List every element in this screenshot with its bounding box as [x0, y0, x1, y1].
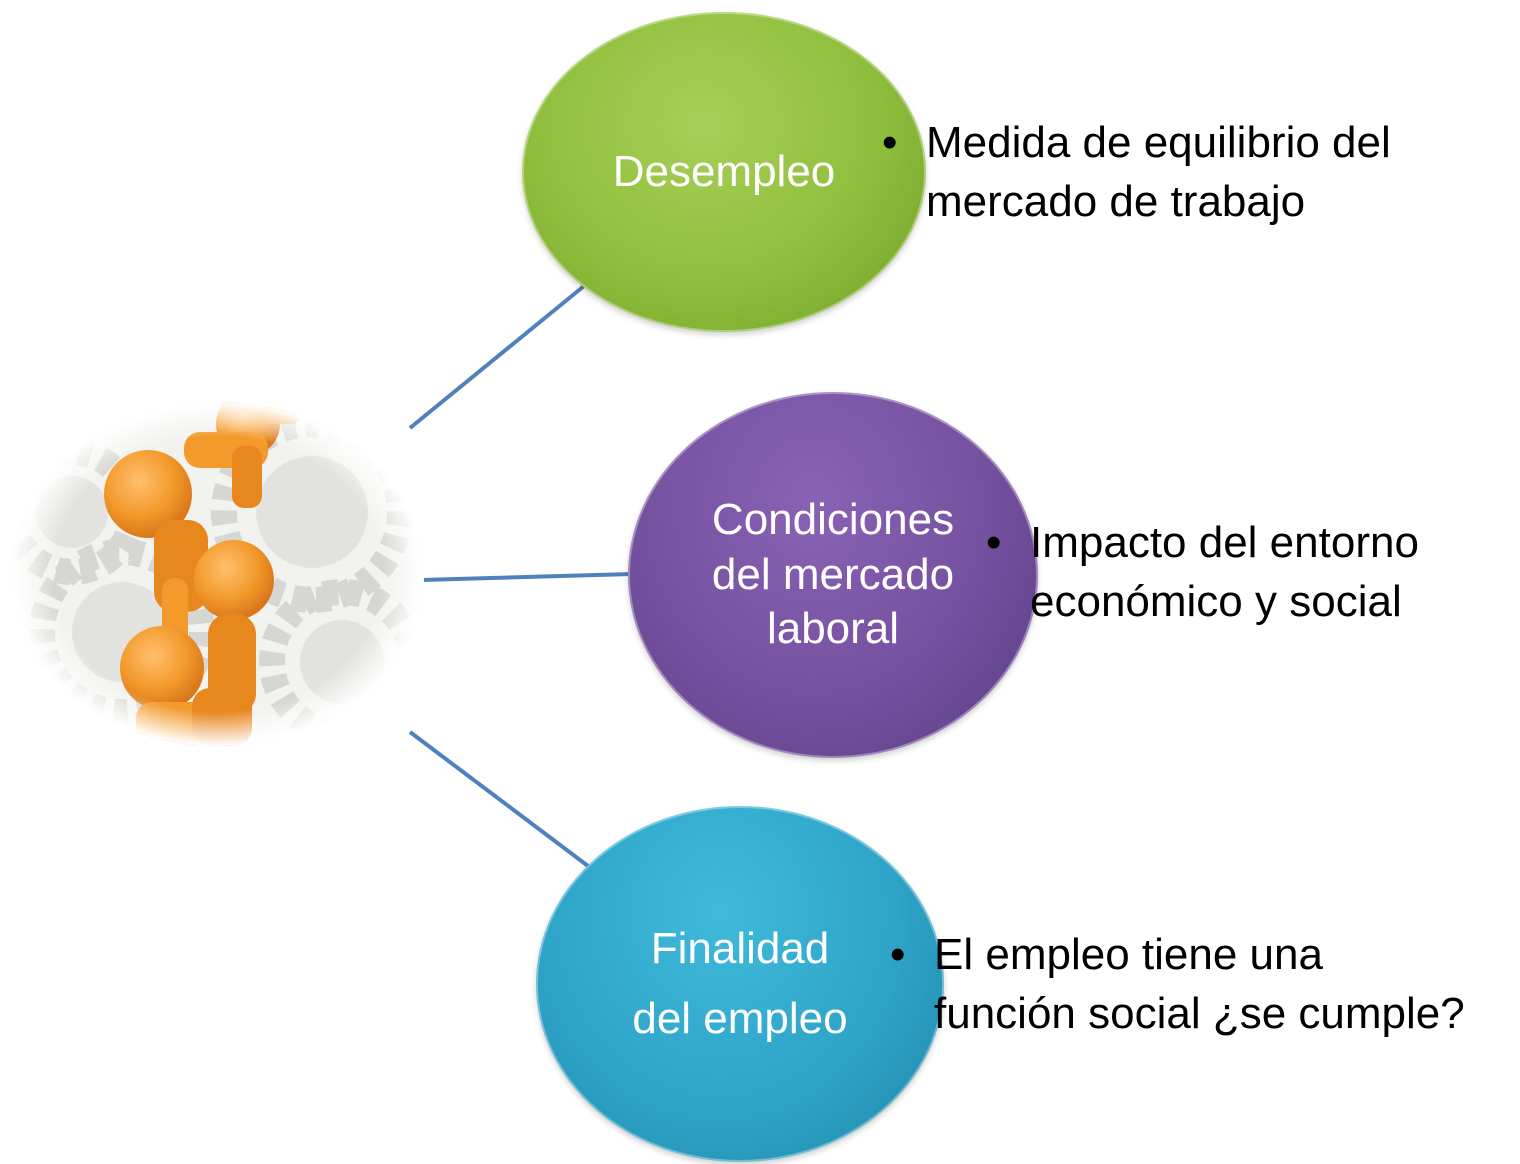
description-condiciones-line-2: económico y social: [1030, 576, 1402, 626]
connector-condiciones: [421, 572, 633, 582]
bullet-icon: •: [882, 118, 898, 167]
node-condiciones-title-line-3: laboral: [766, 604, 900, 654]
node-condiciones-title-line-2: del mercado: [711, 549, 955, 599]
description-finalidad-line-1: El empleo tiene una: [934, 930, 1323, 979]
node-finalidad-title-line-2: del empleo: [632, 994, 848, 1043]
connector-desempleo: [408, 284, 586, 430]
node-finalidad-title-line-1: Finalidad: [650, 923, 830, 973]
node-desempleo-title-line-1: Desempleo: [612, 146, 836, 196]
bullet-icon: •: [986, 518, 1002, 567]
description-desempleo: • Medida de equilibrio del mercado de tr…: [882, 114, 1391, 231]
node-condiciones: Condiciones del mercado laboral: [628, 392, 1038, 758]
node-condiciones-title-line-1: Condiciones: [711, 495, 955, 545]
description-finalidad-line-2: función social ¿se cumple?: [934, 988, 1465, 1038]
people-climbing-gears-icon: [12, 402, 424, 746]
description-desempleo-line-2: mercado de trabajo: [926, 176, 1306, 226]
node-desempleo: Desempleo: [522, 12, 926, 332]
description-finalidad: • El empleo tiene una función social ¿se…: [890, 926, 1465, 1043]
description-condiciones-line-1: Impacto del entorno: [1030, 518, 1419, 567]
description-condiciones: • Impacto del entorno económico y social: [986, 514, 1419, 631]
node-finalidad: Finalidad del empleo: [536, 806, 944, 1162]
bullet-icon: •: [890, 930, 906, 979]
hub-image: [12, 402, 424, 746]
connector-finalidad: [408, 730, 590, 868]
description-desempleo-line-1: Medida de equilibrio del: [926, 118, 1391, 167]
